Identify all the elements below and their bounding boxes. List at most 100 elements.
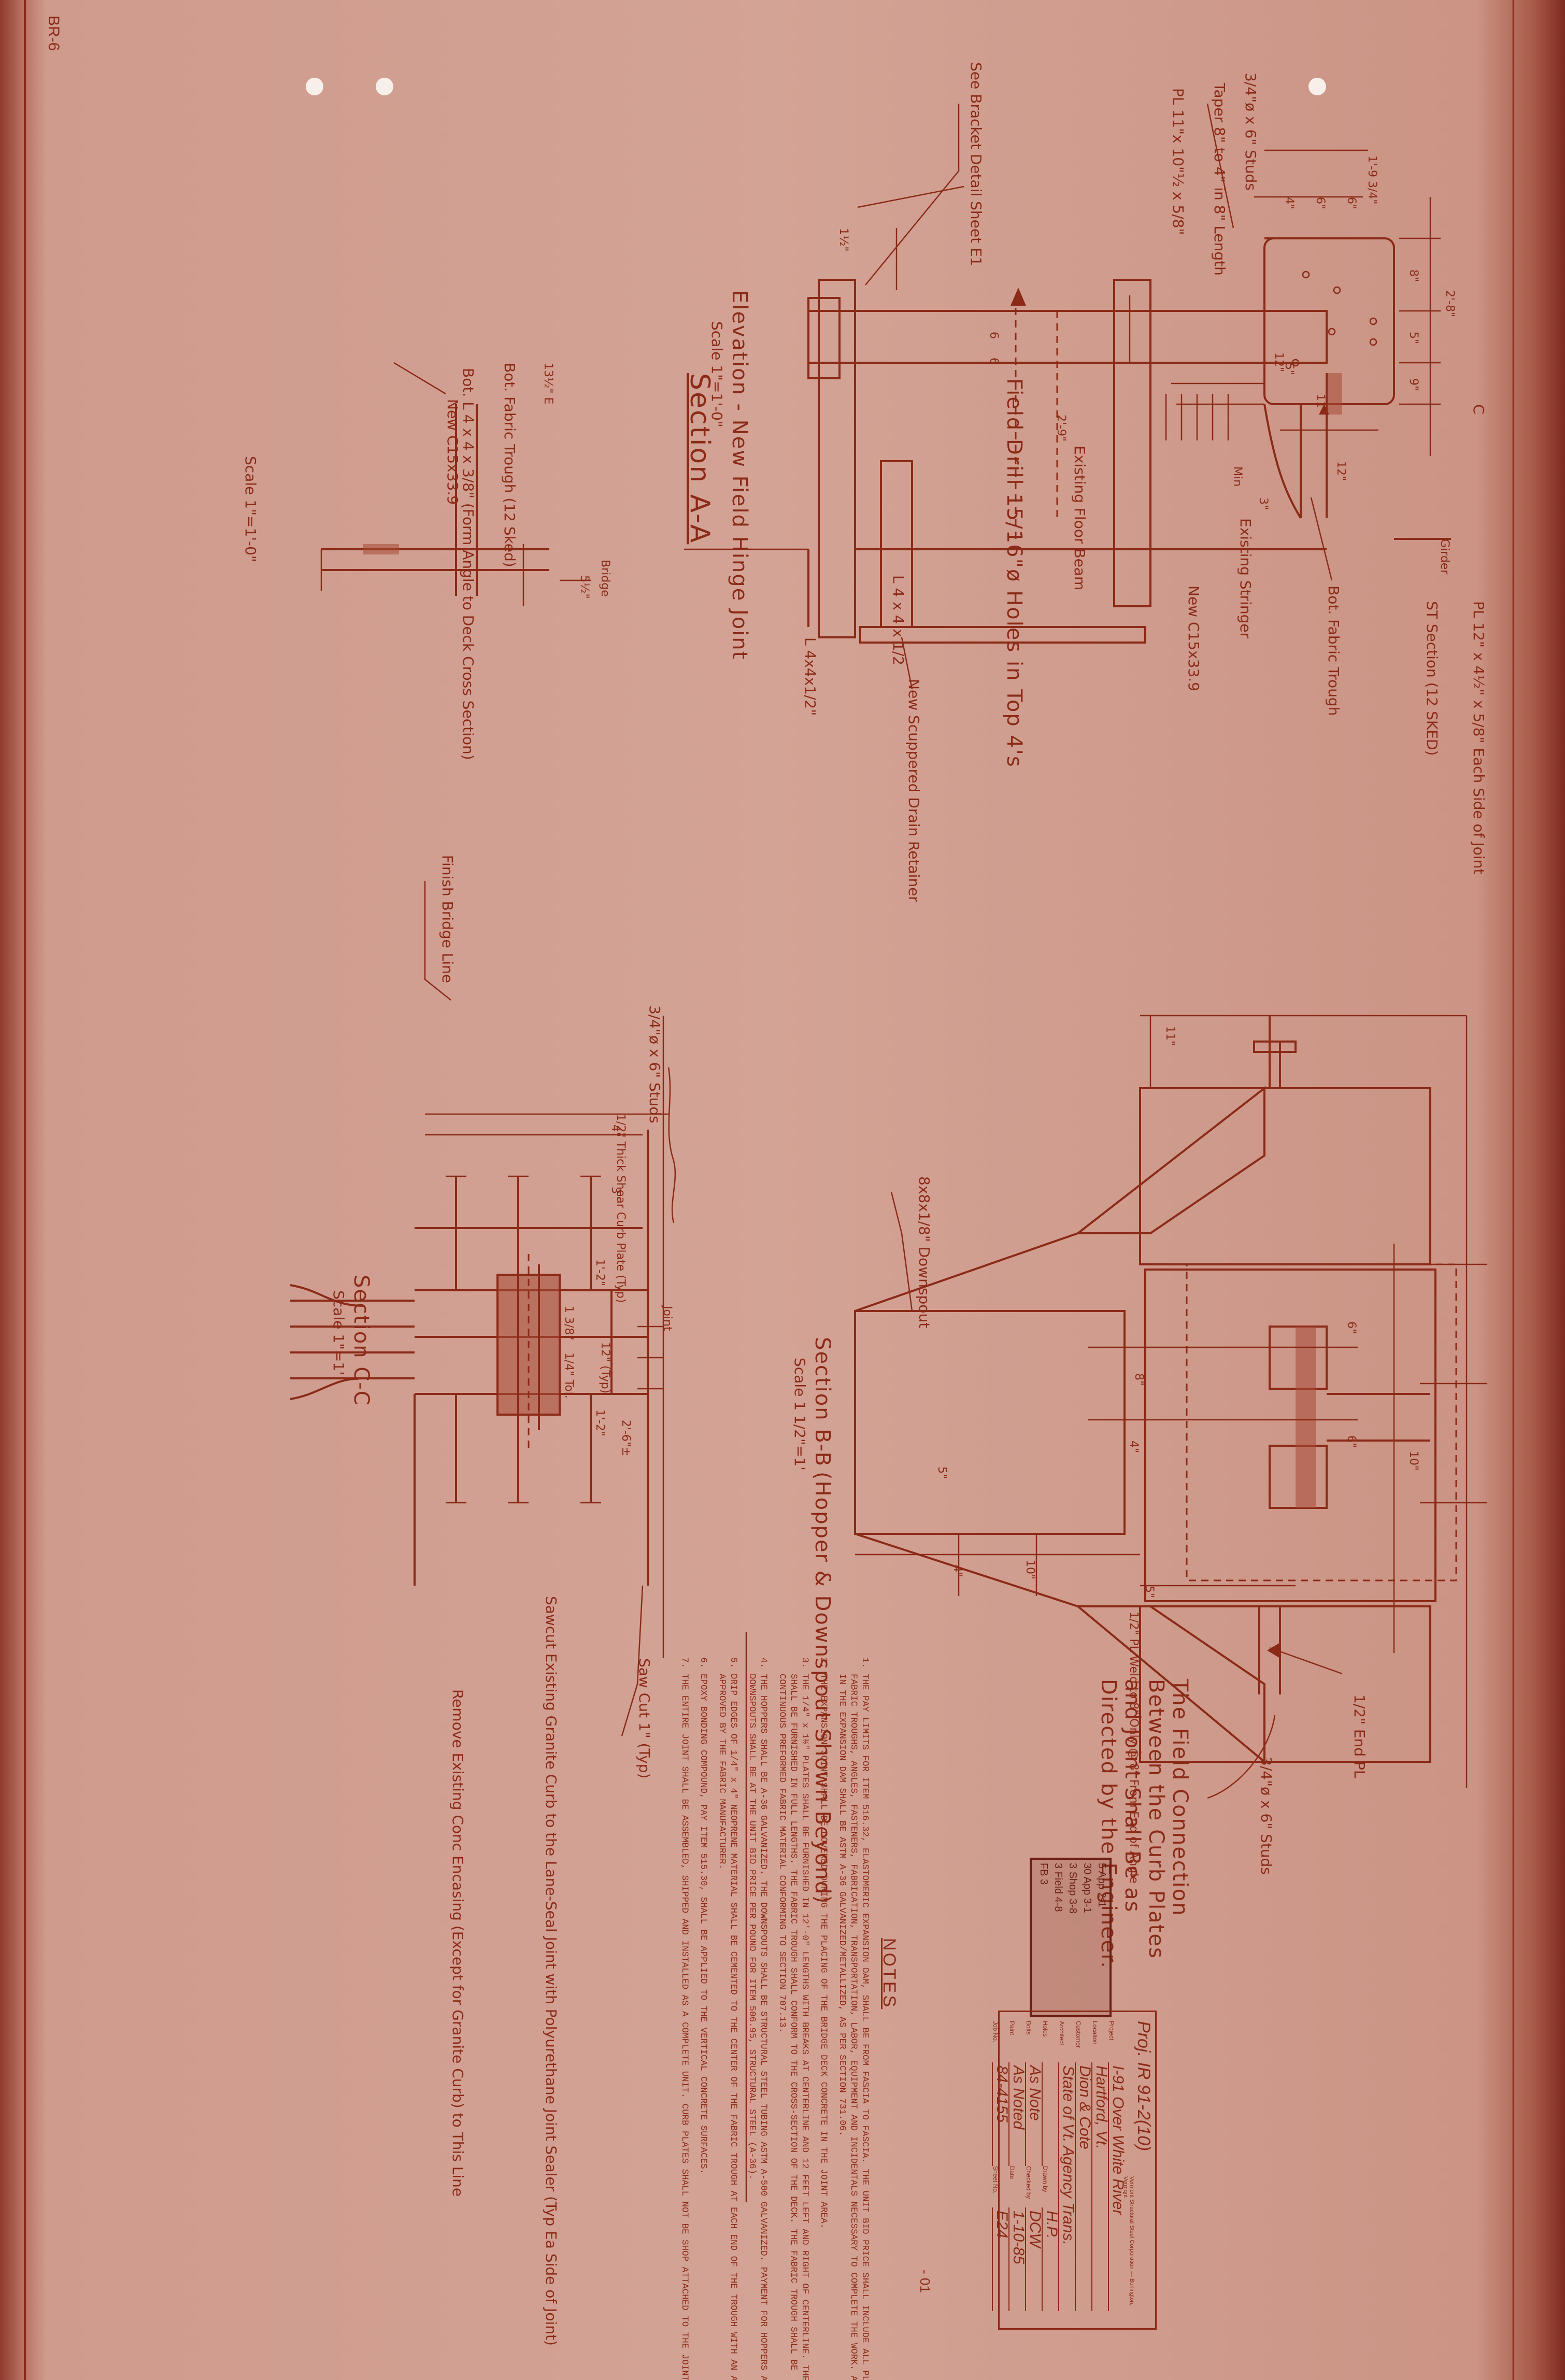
dim-label: 12": [1272, 352, 1285, 373]
dim-label: 4": [951, 1565, 964, 1578]
dim-label: 4": [609, 1124, 622, 1137]
dim-label: 1/4" Tol.: [562, 1352, 575, 1399]
dim-label: 4": [1127, 1441, 1140, 1453]
label-pl-bottom: PL 12" x 4½" x 5/8" Each Side of Joint: [1470, 601, 1487, 875]
label-angle: L 4 x 4 x 1/2: [890, 575, 907, 665]
dim-label: 6: [987, 358, 1000, 365]
label-min: Min: [1231, 466, 1244, 487]
section-aa-drawing: [684, 103, 1451, 690]
dim-label: 5": [1143, 1586, 1156, 1599]
dim-label: 4": [1283, 197, 1296, 210]
label-st-section: ST Section (12 SKED): [1424, 601, 1441, 756]
note-item: THE ENTIRE JOINT SHALL BE ASSEMBLED, SHI…: [679, 1674, 690, 2380]
section-bb-drawing: [854, 1015, 1487, 1799]
label-taper: Taper 8" to 4" in 8" Length: [1211, 83, 1228, 276]
label-bot-fabric-small: Bot. Fabric Trough (12 Sked): [501, 363, 518, 567]
label-field-drill: Field Drill 15/16"ø Holes in Top 4's: [1002, 378, 1026, 768]
notes-heading: NOTES: [879, 1938, 899, 2010]
note-item: THE EXPANSION JOINT SHALL BE COVERED DUR…: [818, 1674, 829, 2380]
label-girder: Girder: [1438, 539, 1451, 575]
dim-label: 13½" E: [542, 363, 554, 405]
stamp-row: FB 3: [1038, 1863, 1049, 1885]
binder-hole: [306, 78, 323, 95]
dim-label: 1'-9 3/4": [1365, 155, 1378, 205]
label-studs-bb: 3/4"ø x 6" Studs: [1258, 1757, 1275, 1875]
title-block: Proj. IR 91-2(10) Vermont Structural Ste…: [992, 2011, 1157, 2330]
dim-label: 12" (Typ): [599, 1342, 611, 1394]
detail-scale: Scale 1"=1'-0": [242, 456, 259, 562]
dim-label: 1½": [837, 228, 850, 252]
label-new-c-small: New C15x33.9: [444, 399, 461, 505]
dim-label: 5": [1407, 332, 1420, 345]
dim-label: 8": [1132, 1373, 1145, 1386]
dim-label: 6": [1345, 197, 1358, 210]
dim-label: 3": [1257, 497, 1270, 510]
dim-label: 9": [1407, 378, 1420, 391]
section-aa-scale: Scale 1"=1'-0": [708, 321, 725, 427]
stamp-row: 30 App 3-1: [1082, 1863, 1093, 1913]
note-item: DRIP EDGES OF 1/4" x 4" NEOPRENE MATERIA…: [716, 1674, 739, 2380]
label-studs: 3/4"ø x 6" Studs: [1242, 73, 1259, 191]
label-studs-cc: 3/4"ø x 6" Studs: [646, 1005, 663, 1123]
section-cc-title: Section C-C: [349, 1275, 373, 1406]
binder-hole: [1308, 78, 1326, 95]
note-item: THE HOPPERS SHALL BE A-36 GALVANIZED. TH…: [746, 1674, 769, 2380]
dim-label: 2'-6"±: [619, 1420, 632, 1457]
label-bot-fabric: Bot. Fabric Trough: [1325, 586, 1342, 716]
project-number: Proj. IR 91-2(10): [1134, 2021, 1154, 2151]
note-item: THE 1/4" x 1½" PLATES SHALL BE FURNISHED…: [776, 1674, 810, 2380]
label-new-scuppers: New Scuppered Drain Retainer: [905, 679, 922, 902]
dim-label: 6: [987, 332, 1000, 339]
dim-label: 10": [1023, 1560, 1036, 1580]
label-see-bracket: See Bracket Detail Sheet E1: [968, 62, 985, 266]
dim-label: 1'-2": [593, 1409, 606, 1437]
label-angle-2: L 4x4x1/2": [802, 637, 819, 716]
dim-label: 6": [1345, 1321, 1358, 1334]
label-plate: PL 11"x 10"½ x 5/8": [1170, 88, 1187, 235]
dim-label: 8": [1407, 269, 1420, 282]
dim-label: 11": [1314, 394, 1327, 414]
label-curb-plate: 1/2" Thick Shear Curb Plate (Typ): [614, 1114, 627, 1303]
dim-label: 10": [1407, 1451, 1420, 1471]
stamp-row: 5 App 2-1: [1096, 1863, 1107, 1907]
notes-block: NOTES THE PAY LIMITS FOR ITEM 516.32, EL…: [672, 1648, 899, 2380]
label-stringer: Existing Stringer: [1237, 518, 1254, 639]
binder-hole: [376, 78, 393, 95]
dim-label: 12": [1334, 461, 1347, 481]
label-c15: New C15x33.9: [1185, 586, 1202, 692]
dim-label: 6": [1314, 197, 1327, 210]
label-sawcut: Sawcut Existing Granite Curb to the Lane…: [543, 1596, 560, 2346]
label-downspout: 8x8x1/8" Downspout: [916, 1176, 933, 1329]
label-remove-conc: Remove Existing Conc Encasing (Except fo…: [449, 1689, 466, 2197]
stamp-row: 3 Field 4-8: [1052, 1863, 1064, 1912]
section-cc-scale: Scale 1"=1': [330, 1290, 347, 1375]
dim-label: 1'-2": [593, 1259, 606, 1287]
label-existing-beam: Existing Floor Beam: [1071, 446, 1088, 591]
corner-tag: BR-6: [45, 16, 62, 51]
label-joint: Joint: [661, 1306, 674, 1331]
section-bb-scale: Scale 1 1/2"=1': [791, 1358, 808, 1471]
note-item: EPOXY BONDING COMPOUND, PAY ITEM 515.30,…: [698, 1674, 709, 2380]
dim-label: 5": [935, 1466, 948, 1479]
dim-label: 2'-8": [1443, 290, 1456, 318]
label-bridge: Bridge: [599, 560, 611, 597]
stamp-row: 3 Shop 3-8: [1067, 1863, 1078, 1914]
section-cc-drawing: [290, 881, 676, 1736]
note-item: THE PAY LIMITS FOR ITEM 516.32, ELASTOME…: [836, 1674, 871, 2380]
dim-label: 11": [1163, 1026, 1176, 1046]
section-bb-title: Section B-B: [810, 1337, 834, 1467]
dim-label: 2'-9": [1055, 415, 1068, 442]
label-finish-line: Finish Bridge Line: [439, 855, 456, 984]
dim-label: 1 3/8": [562, 1306, 575, 1341]
dim-label: 5½": [578, 575, 591, 599]
